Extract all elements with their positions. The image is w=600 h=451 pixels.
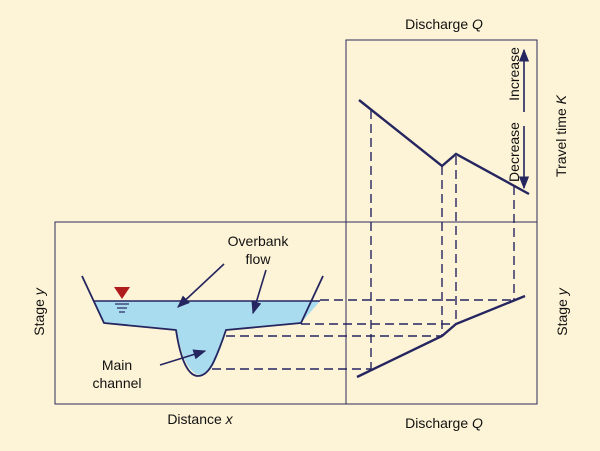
overbank-left-arrow bbox=[177, 263, 225, 308]
overbank-label-line2: flow bbox=[246, 251, 272, 267]
water-level-icon bbox=[114, 287, 130, 313]
rating-curve bbox=[356, 294, 526, 379]
main-channel-label-line2: channel bbox=[92, 375, 141, 391]
rating-frame bbox=[345, 39, 538, 405]
travel-time-curve bbox=[358, 99, 530, 196]
overbank-right-arrow bbox=[251, 269, 267, 315]
right-stage-label: Stage y bbox=[554, 287, 570, 335]
left-stage-label: Stage y bbox=[31, 287, 47, 335]
increase-label: Increase bbox=[506, 47, 522, 101]
travel-time-label: Travel time K bbox=[553, 94, 569, 177]
distance-label: Distance x bbox=[167, 411, 233, 427]
main-channel-label-line1: Main bbox=[102, 357, 132, 373]
water-body bbox=[94, 301, 320, 375]
top-discharge-label: Discharge Q bbox=[405, 16, 483, 32]
channel-banks bbox=[81, 275, 324, 377]
main-channel-arrow bbox=[159, 349, 207, 366]
decrease-label: Decrease bbox=[506, 122, 522, 182]
bottom-discharge-label: Discharge Q bbox=[405, 415, 483, 431]
overbank-label-line1: Overbank bbox=[228, 233, 290, 249]
